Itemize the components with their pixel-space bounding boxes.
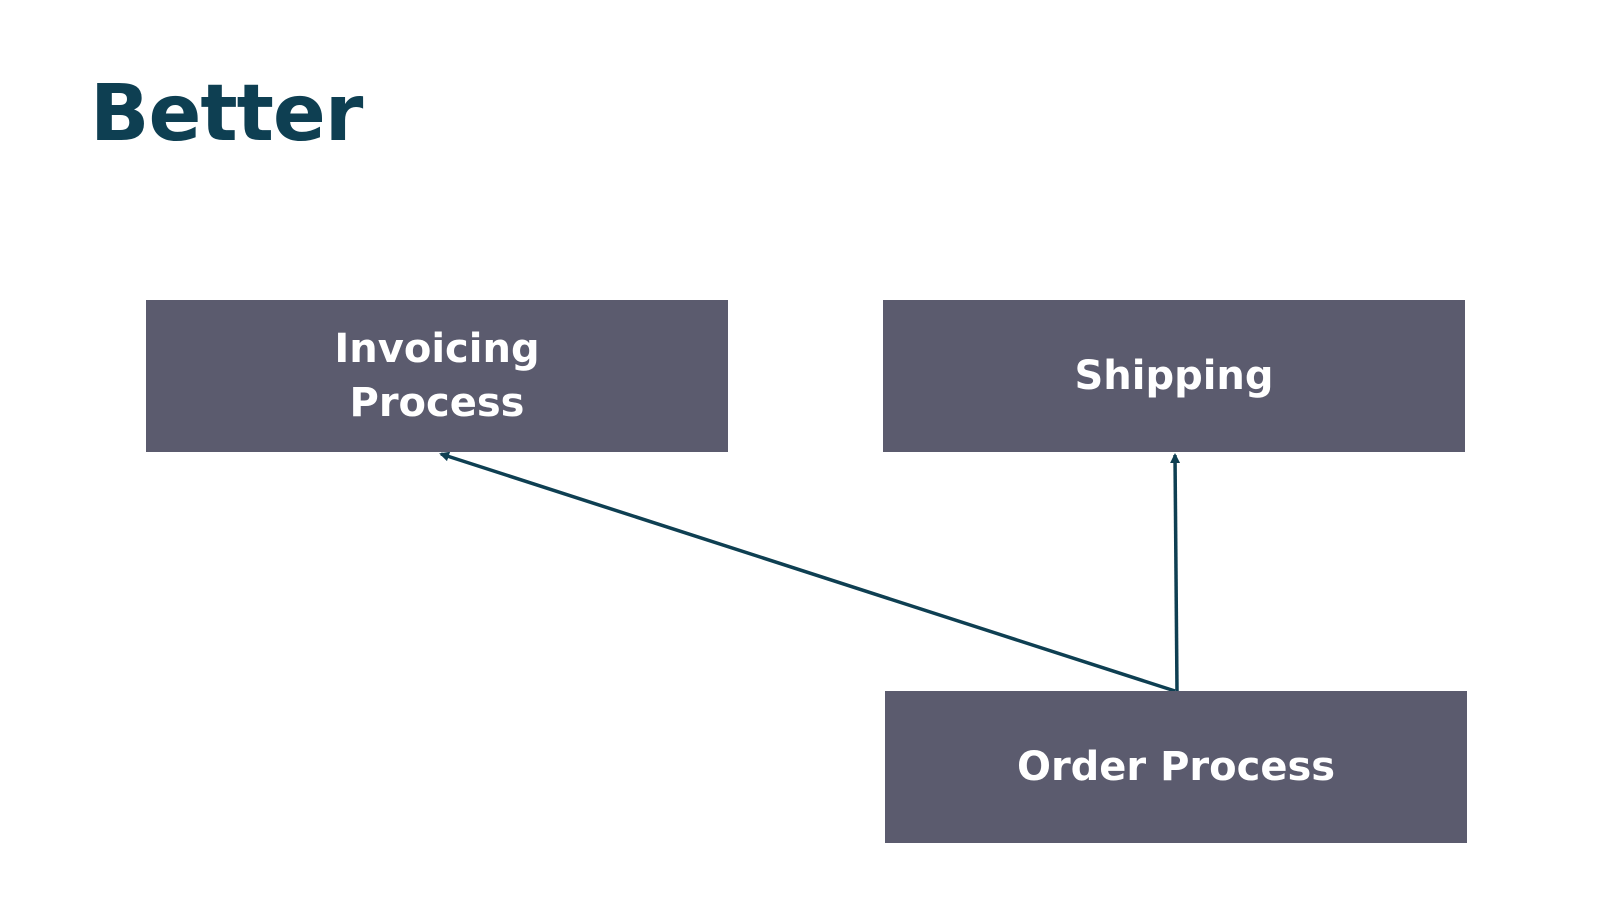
arrow-order-to-invoicing bbox=[439, 451, 1176, 693]
slide-title: Better bbox=[90, 69, 363, 159]
node-label: Order Process bbox=[1016, 744, 1336, 790]
node-invoicing-process: Invoicing Process bbox=[146, 300, 728, 452]
node-label: Invoicing Process bbox=[334, 326, 540, 426]
node-shipping: Shipping bbox=[883, 300, 1465, 452]
arrow-order-to-shipping bbox=[1170, 453, 1181, 692]
node-order-process: Order Process bbox=[885, 691, 1467, 843]
node-label: Shipping bbox=[1074, 353, 1274, 399]
